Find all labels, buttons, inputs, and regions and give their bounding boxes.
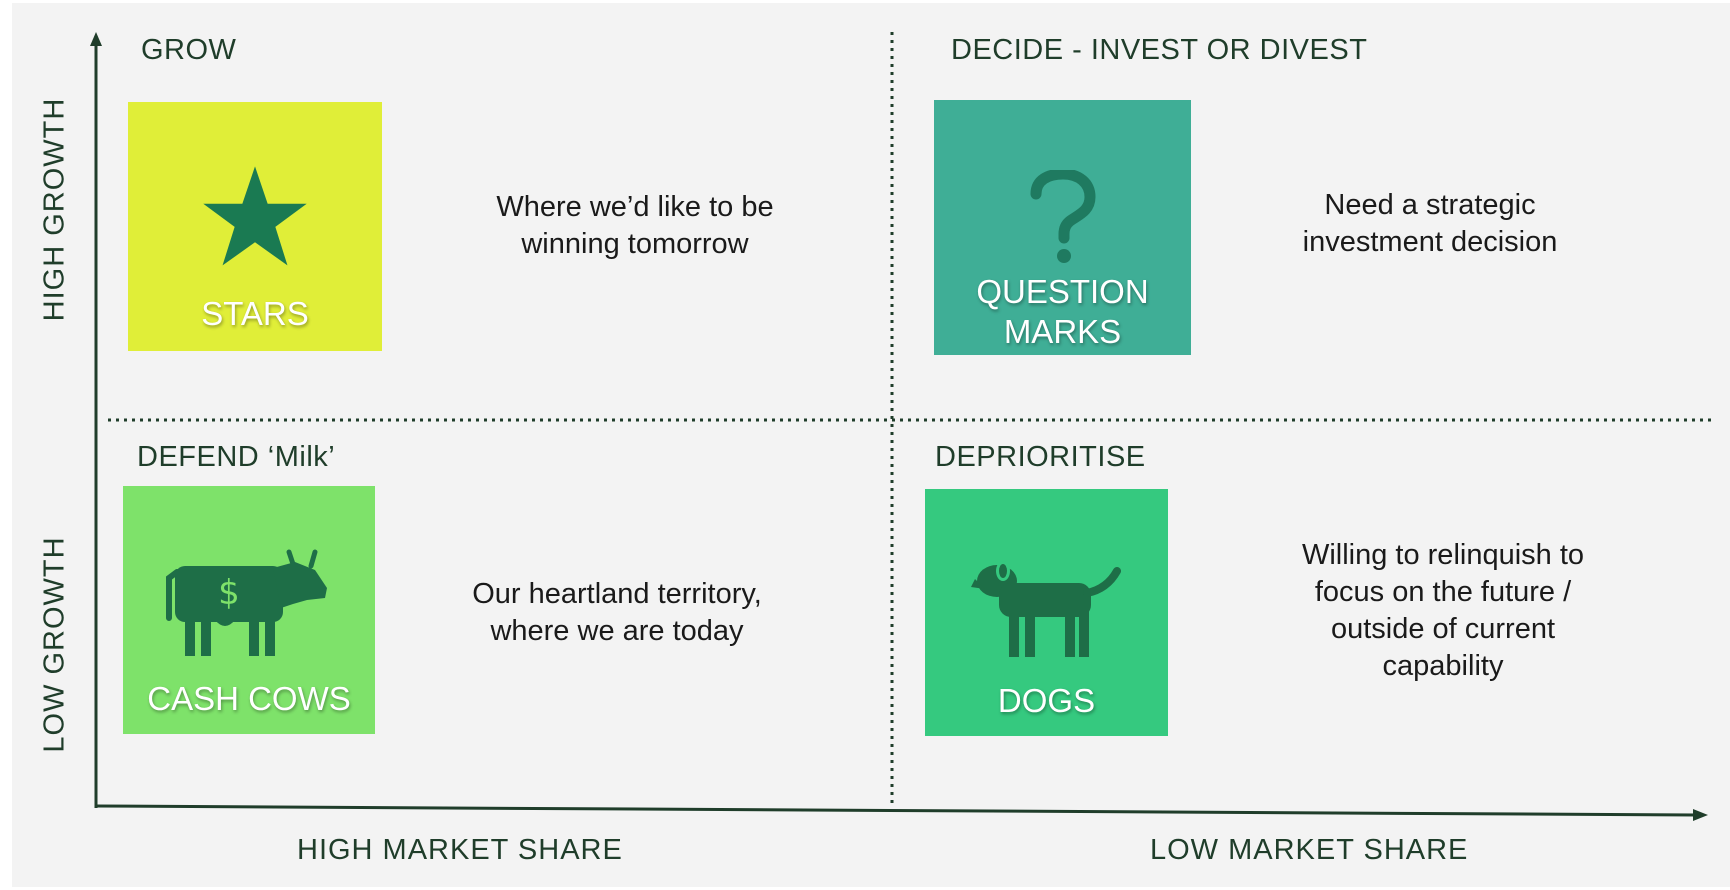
dogs-description-line: focus on the future / xyxy=(1314,576,1572,608)
stars-label: STARS xyxy=(201,295,309,332)
question-marks-label-line-2: MARKS xyxy=(1003,313,1122,350)
star-icon xyxy=(203,166,307,266)
cash-cows-label: CASH COWS xyxy=(147,680,351,717)
dogs-label: DOGS xyxy=(997,682,1096,719)
y-axis-high-label: HIGH GROWTH xyxy=(38,97,71,322)
dogs-heading: DEPRIORITISE xyxy=(935,441,1146,473)
dogs-description-line: outside of current xyxy=(1330,613,1556,645)
cash-cows-description: Our heartland territory, where we are to… xyxy=(402,576,832,650)
dogs-description-line: Willing to relinquish to xyxy=(1301,539,1585,571)
svg-text:$: $ xyxy=(218,573,240,613)
question-marks-label-line-1: QUESTION xyxy=(976,273,1149,310)
cash-cows-tile: $ CASH COWS xyxy=(123,486,375,734)
stars-heading: GROW xyxy=(141,34,237,66)
stars-tile: STARS xyxy=(128,102,382,351)
dog-icon xyxy=(971,561,1121,657)
dogs-description-line: capability xyxy=(1382,650,1504,682)
x-axis-high-label: HIGH MARKET SHARE xyxy=(297,834,623,866)
question-mark-icon xyxy=(1030,170,1096,263)
question-marks-description: Need a strategic investment decision xyxy=(1215,187,1645,261)
y-axis-low-label: LOW GROWTH xyxy=(38,536,71,753)
question-marks-description-line: investment decision xyxy=(1302,226,1558,258)
cash-cows-heading: DEFEND ‘Milk’ xyxy=(137,441,336,473)
cash-cows-description-line: Our heartland territory, xyxy=(472,578,762,610)
x-axis-arrowhead xyxy=(1693,809,1708,821)
stars-description-line: winning tomorrow xyxy=(521,228,749,260)
cow-icon: $ xyxy=(166,549,327,656)
stars-description-line: Where we’d like to be xyxy=(496,191,774,223)
question-marks-heading: DECIDE - INVEST OR DIVEST xyxy=(951,34,1368,66)
x-axis-line xyxy=(95,804,1697,817)
question-marks-description-line: Need a strategic xyxy=(1324,189,1536,221)
stars-description: Where we’d like to be winning tomorrow xyxy=(420,189,850,263)
cash-cows-description-line: where we are today xyxy=(490,615,744,647)
question-marks-tile: QUESTION MARKS xyxy=(934,100,1191,355)
y-axis-arrowhead xyxy=(90,32,102,46)
dogs-description: Willing to relinquish to focus on the fu… xyxy=(1228,537,1658,685)
x-axis-low-label: LOW MARKET SHARE xyxy=(1150,834,1469,866)
dogs-tile: DOGS xyxy=(925,489,1168,736)
